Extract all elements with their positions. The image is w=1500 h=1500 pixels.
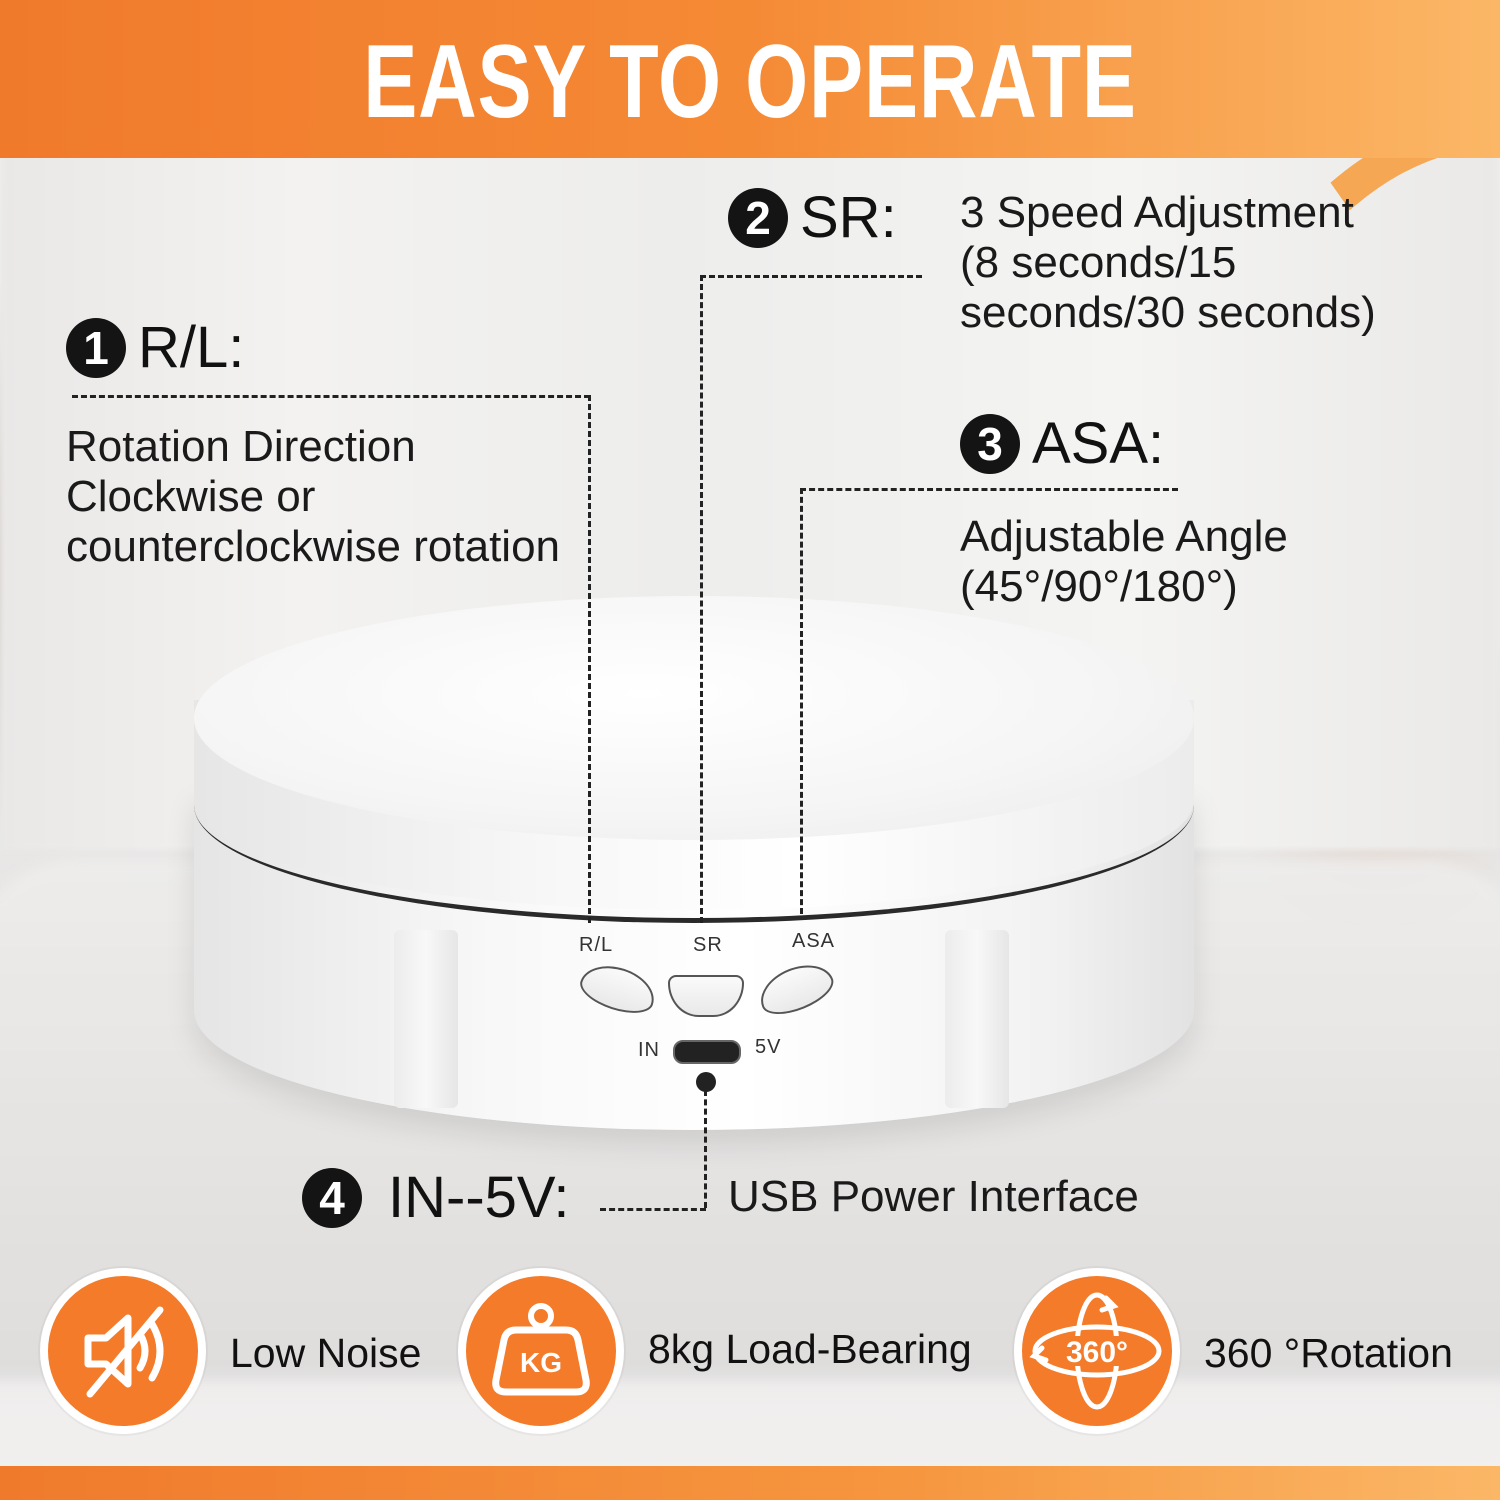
feature-load-bearing-label: 8kg Load-Bearing xyxy=(648,1326,972,1372)
turntable-top-plate xyxy=(194,596,1194,840)
callout-usb-title: 4 IN--5V: xyxy=(302,1168,570,1228)
page-title: EASY TO OPERATE xyxy=(363,24,1137,140)
callout-usb-description: USB Power Interface xyxy=(728,1172,1139,1222)
callout-sr-title: 2 SR: xyxy=(728,188,897,248)
power-indicator-dot xyxy=(696,1072,716,1092)
feature-low-noise-badge xyxy=(40,1268,206,1434)
callout-asa-label: ASA: xyxy=(1032,411,1165,476)
panel-label-sr: SR xyxy=(693,934,723,956)
callout-sr-line-2: (8 seconds/15 xyxy=(960,238,1237,287)
callout-rl-title: 1 R/L: xyxy=(66,318,244,378)
kg-icon-text: KG xyxy=(520,1347,562,1378)
callout-rl-line-2: Clockwise or xyxy=(66,472,316,521)
leader-line-asa-vertical xyxy=(800,488,803,914)
callout-sr-line-3: seconds/30 seconds) xyxy=(960,288,1376,337)
leader-line-rl-horizontal xyxy=(72,395,590,398)
footer-accent-bar xyxy=(0,1466,1500,1500)
usb-c-port[interactable] xyxy=(673,1040,741,1064)
callout-usb-line-1: USB Power Interface xyxy=(728,1172,1139,1221)
callout-sr-description: 3 Speed Adjustment (8 seconds/15 seconds… xyxy=(960,188,1376,338)
leader-line-sr-horizontal xyxy=(700,275,922,278)
kg-weight-icon: KG xyxy=(492,1303,590,1396)
feature-load-bearing-badge: KG xyxy=(458,1268,624,1434)
feature-low-noise-label: Low Noise xyxy=(230,1330,422,1376)
callout-asa-description: Adjustable Angle (45°/90°/180°) xyxy=(960,512,1288,612)
callout-rl-line-3: counterclockwise rotation xyxy=(66,522,561,571)
feature-rotation-label: 360 °Rotation xyxy=(1204,1330,1453,1376)
panel-label-asa: ASA xyxy=(792,930,836,952)
number-badge-2: 2 xyxy=(728,188,788,248)
leader-line-usb-vertical xyxy=(704,1090,707,1208)
callout-rl-line-1: Rotation Direction xyxy=(66,422,416,471)
callout-rl-description: Rotation Direction Clockwise or counterc… xyxy=(66,422,560,572)
rotation-360-icon: 360° xyxy=(1029,1292,1162,1410)
panel-label-in: IN xyxy=(638,1039,660,1061)
turntable-foot-right xyxy=(945,930,1009,1108)
number-badge-3: 3 xyxy=(960,414,1020,474)
panel-label-rl: R/L xyxy=(579,934,614,956)
rotation-icon-text: 360° xyxy=(1066,1336,1128,1369)
number-badge-4: 4 xyxy=(302,1168,362,1228)
header-banner: EASY TO OPERATE xyxy=(0,0,1500,158)
callout-asa-line-1: Adjustable Angle xyxy=(960,512,1288,561)
callout-rl-label: R/L: xyxy=(138,315,245,380)
muted-speaker-icon xyxy=(84,1306,164,1398)
callout-sr-label: SR: xyxy=(800,185,897,250)
leader-line-rl-vertical xyxy=(588,395,591,923)
callout-asa-line-2: (45°/90°/180°) xyxy=(960,562,1238,611)
number-badge-1: 1 xyxy=(66,318,126,378)
feature-rotation-badge: 360° xyxy=(1014,1268,1180,1434)
turntable-foot-left xyxy=(394,930,458,1108)
callout-usb-label: IN--5V: xyxy=(388,1165,570,1230)
leader-line-asa-horizontal xyxy=(800,488,1178,491)
leader-line-sr-vertical xyxy=(700,275,703,923)
sr-button[interactable] xyxy=(668,975,744,1017)
callout-sr-line-1: 3 Speed Adjustment xyxy=(960,188,1354,237)
callout-asa-title: 3 ASA: xyxy=(960,414,1164,474)
panel-label-5v: 5V xyxy=(755,1036,782,1058)
turntable-gap-line xyxy=(194,800,1194,923)
leader-line-usb-horizontal xyxy=(600,1208,706,1211)
